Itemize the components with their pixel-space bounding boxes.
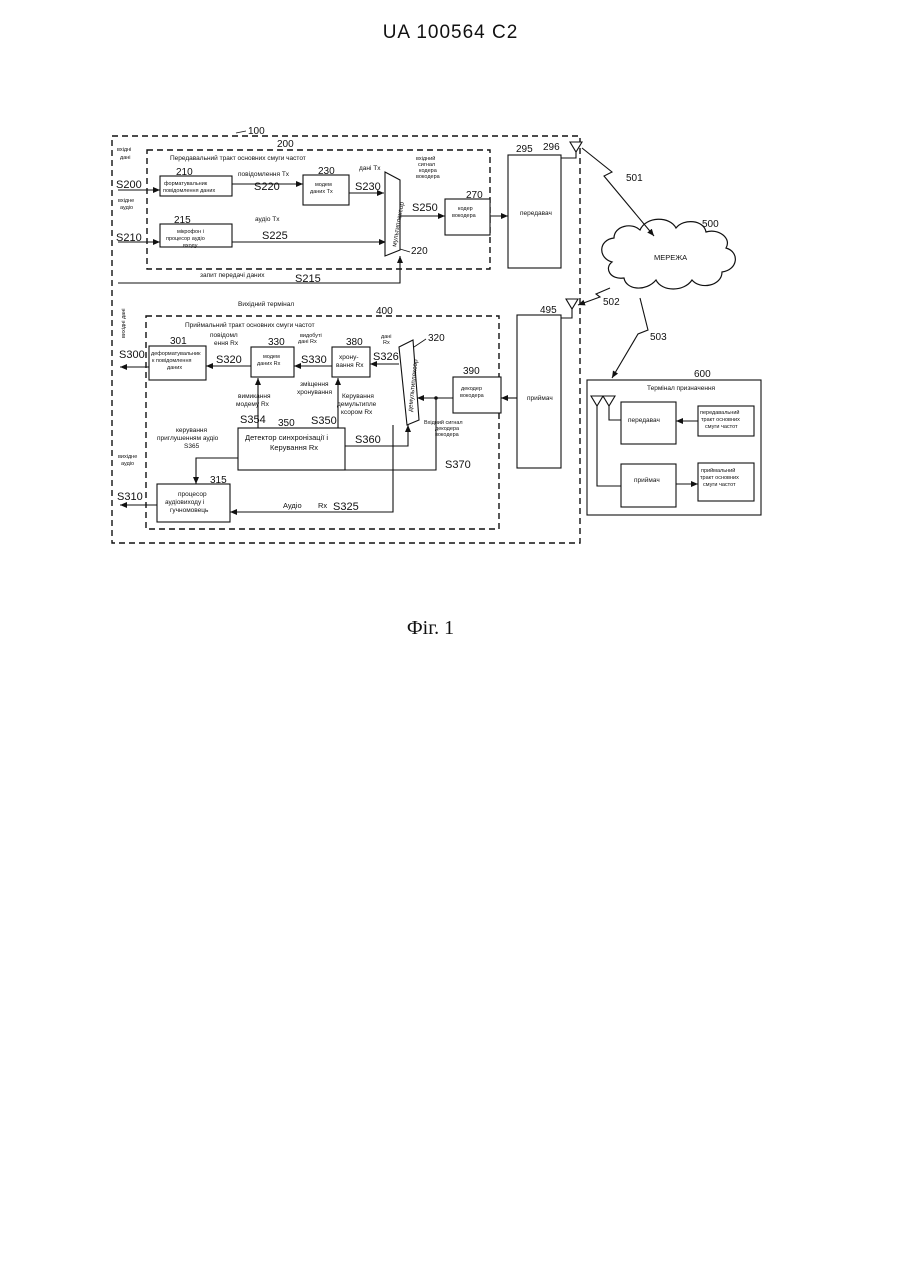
signal-s320: S320 (216, 354, 242, 366)
label-vocoder-input-decoded: Вхідний сигналдекодеравокодера (424, 419, 463, 438)
label-input-data: вхіднідані (117, 147, 131, 161)
ref-390: 390 (463, 366, 480, 377)
label-audio-tx: аудіо Tx (255, 215, 280, 223)
ref-503: 503 (650, 332, 667, 343)
label-timing-offset: зміщенняхронування (297, 380, 332, 396)
rx-path-title: Приймальний тракт основних смуги частот (185, 321, 315, 329)
signal-s330: S330 (301, 354, 327, 366)
dest-receiver-label: приймач (634, 476, 660, 484)
label-audio-mute-control: керуванняприглушенням аудіоS365 (157, 427, 219, 450)
signal-s250: S250 (412, 202, 438, 214)
signal-s215: S215 (295, 273, 321, 285)
label-data-rx: даніRx (381, 334, 392, 346)
signal-s350: S350 (311, 415, 337, 427)
signal-s310: S310 (117, 491, 143, 503)
link-501 (582, 148, 654, 236)
dest-transmitter-label: передавач (628, 417, 660, 424)
tx-path-title: Передавальний тракт основних смуги часто… (170, 154, 306, 162)
ref-200: 200 (277, 139, 294, 150)
label-vocoder-input: вхіднийсигналкодеравокодера (416, 155, 441, 180)
ref-320: 320 (428, 333, 445, 344)
antenna-feed-rx (561, 309, 572, 318)
signal-s300: S300 (119, 349, 145, 361)
ref-301: 301 (170, 336, 187, 347)
label-tx-request: запит передачі даних (200, 271, 265, 279)
label-demod-data-rx: видобутідані Rx (298, 333, 322, 345)
label-output-audio: вихіднеаудіо (118, 454, 137, 467)
ref-380: 380 (346, 337, 363, 348)
destination-terminal-label: Термінал призначення (647, 384, 716, 392)
ref-295: 295 (516, 144, 533, 155)
ref-296: 296 (543, 142, 560, 153)
antenna-rx-icon (566, 299, 578, 309)
ref-501: 501 (626, 173, 643, 184)
dest-tx-path-label: передавальнийтракт основнихсмуги частот (700, 409, 740, 430)
ref-502: 502 (603, 297, 620, 308)
transmitter-label: передавач (520, 210, 552, 217)
ref-100: 100 (248, 126, 265, 137)
ref-400: 400 (376, 306, 393, 317)
ref-600: 600 (694, 369, 711, 380)
label-rx-messages: повідомлення Rx (210, 331, 239, 347)
ref-220: 220 (411, 246, 428, 257)
label-output-terminal: Вихідний термінал (238, 300, 294, 308)
signal-s370: S370 (445, 459, 471, 471)
signal-s230: S230 (355, 181, 381, 193)
signal-s220: S220 (254, 181, 280, 193)
label-demux-control: Керуваннядемультиплeксором Rx (337, 393, 377, 416)
figure-caption: Фіг. 1 (0, 617, 861, 640)
dest-receiver-block (621, 464, 676, 507)
ref-500: 500 (702, 219, 719, 230)
signal-s360: S360 (355, 434, 381, 446)
label-audio-rx: АудіоRx (283, 501, 327, 510)
signal-s225: S225 (262, 230, 288, 242)
label-tx-messages: повідомлення Tx (238, 170, 290, 178)
signal-s325: S325 (333, 501, 359, 513)
label-input-audio: вхіднеаудіо (118, 198, 134, 211)
label-output-data: вихідні дані (121, 309, 127, 339)
dest-rx-path-label: приймальнийтракт основнихсмуги частот (700, 467, 739, 488)
vocoder-decoder-label: декодервокодера (460, 386, 485, 399)
label-modem-mute-rx: вимиканнямодему Rx (236, 393, 271, 408)
antenna-feed-296 (561, 152, 576, 158)
ref-330: 330 (268, 337, 285, 348)
label-data-tx: дані Tx (359, 164, 381, 172)
signal-s354: S354 (240, 414, 266, 426)
signal-s326: S326 (373, 351, 399, 363)
receiver-label: приймач (527, 394, 553, 402)
network-label: МЕРЕЖА (654, 253, 687, 262)
receiver-block (517, 315, 561, 468)
ref-495: 495 (540, 305, 557, 316)
ref-350: 350 (278, 418, 295, 429)
signal-s200: S200 (116, 179, 142, 191)
link-503 (612, 298, 648, 378)
